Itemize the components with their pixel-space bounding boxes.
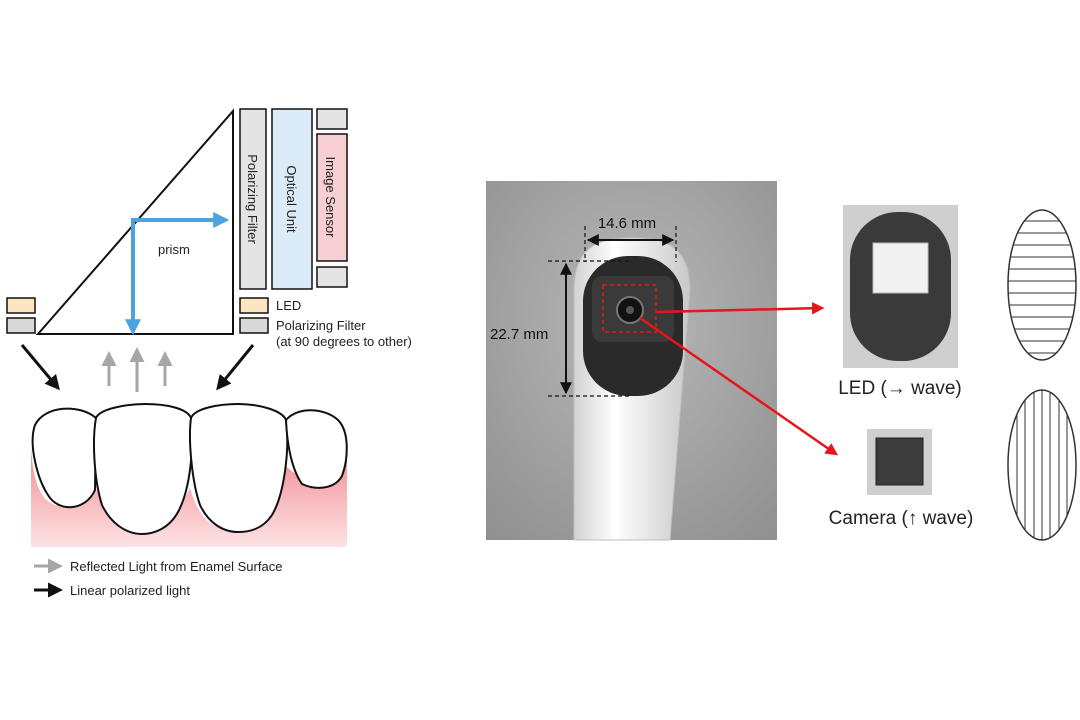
led-caption: LED (→ wave) [838,378,962,399]
polarizing-filter-label: Polarizing Filter [245,154,260,244]
optical-unit-block [271,108,313,290]
prism-label: prism [158,242,190,257]
tooth-left-lateral [31,407,98,509]
tooth-right-lateral [284,409,348,489]
camera-module-box [602,284,657,333]
tooth-right-central [189,402,289,534]
legend-reflected-label: Reflected Light from Enamel Surface [70,559,282,574]
tooth-left-central [93,402,193,536]
led-left [6,297,36,314]
filter-left [6,317,36,334]
filter-right [239,317,269,334]
polarized-light-arrow-right [216,344,255,391]
camera-filter-square [875,437,924,486]
pointer-arrow-camera [639,316,839,456]
legend-polarized-label: Linear polarized light [70,583,190,598]
optical-unit-label: Optical Unit [284,165,299,233]
horizontal-polarization-ellipse [1007,209,1077,361]
vertical-polarization-ellipse [1007,389,1077,541]
prism-triangle [35,108,234,335]
pointer-arrow-led [656,301,825,315]
led-filter-window [872,242,929,294]
polarized-light-arrow-left [20,344,60,391]
right-photo-panel: 14.6 mm 22.7 mm LED (→ wave) Camera (↑ w… [486,181,1077,541]
led-right [239,297,269,314]
prism-light-path [125,212,230,336]
left-schematic: prism Polarizing Filter Optical Unit Ima… [6,108,412,598]
width-dimension-label: 14.6 mm [598,215,656,232]
led-label: LED [276,298,301,313]
camera-caption: Camera (↑ wave) [829,508,974,529]
image-sensor-label: Image Sensor [323,157,338,239]
camera-lens-center [626,306,634,314]
gum-tissue [31,448,347,547]
polarizing-filter-block [239,108,267,290]
polarizing-filter-label-2: Polarizing Filter [276,318,366,333]
sensor-bottom-cap [316,266,348,288]
polarizing-filter-note: (at 90 degrees to other) [276,334,412,349]
sensor-top-cap [316,108,348,130]
height-dimension-label: 22.7 mm [490,326,548,343]
image-sensor-block [316,133,348,262]
